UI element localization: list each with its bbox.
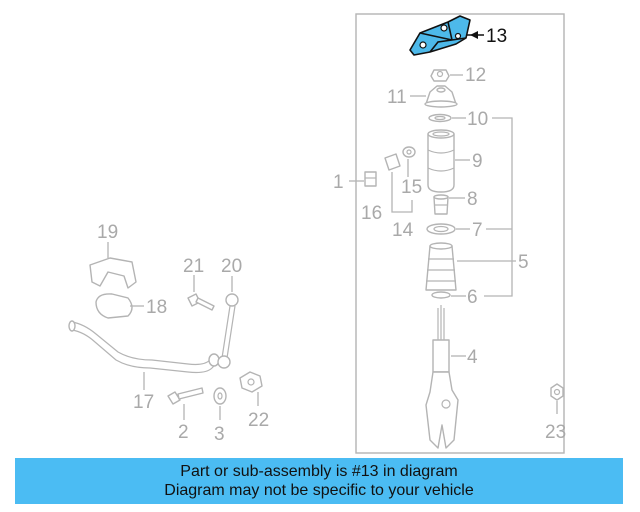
part-13-mount-bracket[interactable] (409, 15, 484, 56)
part-16-sleeve[interactable] (384, 153, 401, 171)
callout-12: 12 (465, 65, 486, 86)
callout-13: 13 (486, 26, 507, 47)
callout-7: 7 (472, 220, 483, 241)
part-5-dust-boot[interactable] (425, 242, 516, 291)
parts-diagram: 13 12 11 10 9 8 (68, 13, 566, 454)
part-20-stabilizer-link[interactable] (217, 276, 239, 369)
part-10-washer[interactable] (428, 113, 466, 123)
callout-21: 21 (183, 256, 204, 277)
assembly-frame (355, 13, 565, 454)
part-19-bracket[interactable] (89, 242, 137, 289)
callout-11: 11 (387, 87, 407, 108)
part-6-washer[interactable] (431, 291, 466, 299)
callout-20: 20 (221, 256, 242, 277)
callout-8: 8 (467, 189, 478, 210)
part-23-nut[interactable] (550, 383, 564, 414)
bracket-5 (484, 117, 513, 297)
part-4-strut[interactable] (425, 305, 466, 449)
part-21-bolt[interactable] (187, 275, 215, 311)
part-8-bump-stop[interactable] (433, 194, 465, 215)
info-banner: Part or sub-assembly is #13 in diagram D… (15, 458, 623, 504)
callout-9: 9 (472, 151, 483, 172)
callout-4: 4 (467, 347, 478, 368)
callout-6: 6 (467, 287, 478, 308)
callout-15: 15 (401, 177, 422, 198)
callout-18: 18 (146, 297, 167, 318)
callout-22: 22 (248, 410, 269, 431)
part-1-sensor[interactable] (349, 171, 377, 187)
part-3-washer[interactable] (213, 387, 227, 420)
part-2-bolt[interactable] (167, 387, 204, 420)
banner-line-disclaimer: Diagram may not be specific to your vehi… (164, 482, 474, 499)
callout-5: 5 (518, 252, 529, 273)
callout-1: 1 (333, 172, 344, 193)
part-18-bushing[interactable] (95, 293, 144, 319)
callout-14: 14 (392, 220, 414, 241)
part-12-nut[interactable] (430, 69, 463, 82)
callout-2: 2 (178, 422, 189, 443)
callout-19: 19 (97, 222, 118, 243)
part-9-air-spring[interactable] (427, 129, 470, 193)
callout-10: 10 (467, 109, 488, 130)
callout-17: 17 (133, 392, 154, 413)
callout-23: 23 (545, 422, 566, 443)
banner-line-part-number: Part or sub-assembly is #13 in diagram (180, 463, 458, 480)
part-15-bushing[interactable] (402, 146, 416, 158)
callout-3: 3 (214, 424, 225, 445)
part-22-nut[interactable] (239, 371, 263, 406)
part-11-upper-mount[interactable] (410, 85, 458, 108)
part-7-seat[interactable] (426, 223, 470, 235)
bracket-14 (391, 172, 413, 213)
callout-16: 16 (361, 203, 382, 224)
part-17-stabilizer-bar[interactable] (68, 320, 220, 390)
